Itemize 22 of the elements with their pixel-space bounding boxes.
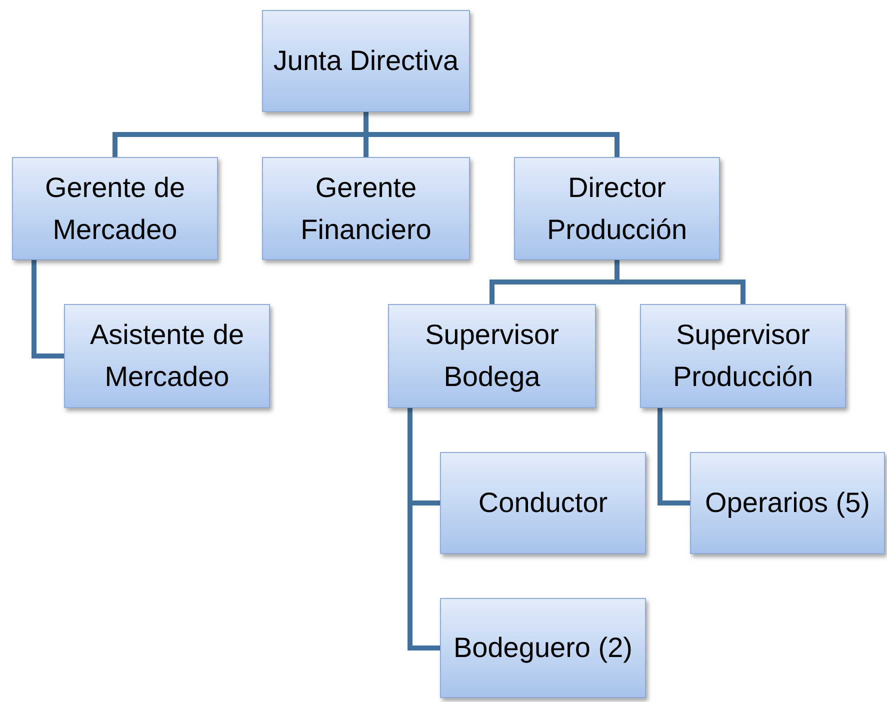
role-title: Bodeguero (2) <box>453 631 632 665</box>
org-box <box>64 304 270 408</box>
role-title: Supervisor Producción <box>672 318 814 394</box>
org-box <box>690 452 885 554</box>
org-box <box>514 157 720 260</box>
role-title: Gerente de Mercadeo <box>44 170 186 246</box>
role-title: Junta Directiva <box>273 44 459 78</box>
org-box <box>388 304 596 408</box>
org-box <box>640 304 846 408</box>
role-title: Asistente de Mercadeo <box>88 318 246 394</box>
org-box <box>262 10 470 112</box>
org-box <box>440 598 646 698</box>
role-title: Operarios (5) <box>705 486 870 520</box>
connector-line <box>658 408 690 506</box>
role-title: Supervisor Bodega <box>424 318 560 394</box>
org-box <box>262 157 470 260</box>
role-title: Gerente Financiero <box>300 170 432 246</box>
connector-line <box>32 260 64 358</box>
role-title: Conductor <box>478 486 608 520</box>
org-box <box>440 452 646 554</box>
org-box <box>12 157 218 260</box>
role-title: Director Producción <box>546 170 688 246</box>
